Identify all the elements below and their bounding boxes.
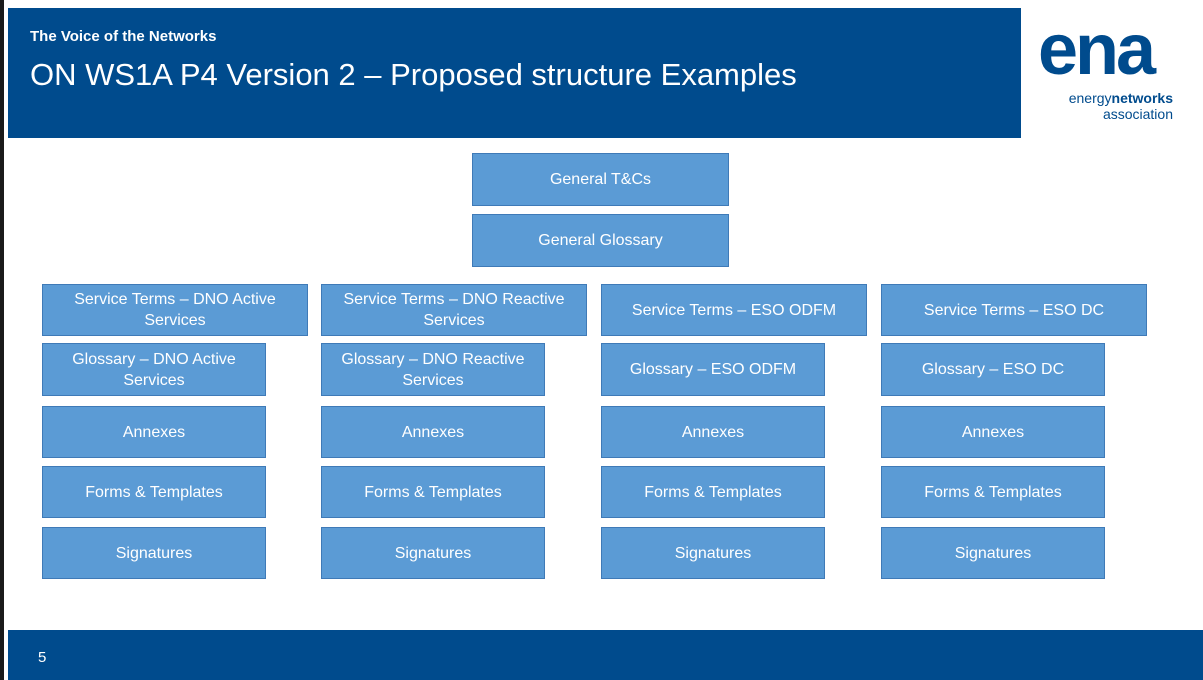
col1-glossary-box: Glossary – DNO Active Services [42,343,266,396]
slide-left-border [0,0,4,680]
col2-annexes-box: Annexes [321,406,545,458]
general-glossary-box: General Glossary [472,214,729,267]
logo-line2: association [1102,106,1173,122]
col4-forms-box: Forms & Templates [881,466,1105,518]
col4-service-terms-box: Service Terms – ESO DC [881,284,1147,336]
col3-service-terms-box: Service Terms – ESO ODFM [601,284,867,336]
col1-service-terms-box: Service Terms – DNO Active Services [42,284,308,336]
logo-line1-bold: networks [1111,90,1173,106]
logo-line1: energynetworks [1069,90,1173,106]
page-number: 5 [38,649,47,666]
col1-forms-box: Forms & Templates [42,466,266,518]
col2-forms-box: Forms & Templates [321,466,545,518]
col3-glossary-box: Glossary – ESO ODFM [601,343,825,396]
col2-service-terms-box: Service Terms – DNO Reactive Services [321,284,587,336]
col2-glossary-box: Glossary – DNO Reactive Services [321,343,545,396]
col1-annexes-box: Annexes [42,406,266,458]
col4-glossary-box: Glossary – ESO DC [881,343,1105,396]
col3-signatures-box: Signatures [601,527,825,579]
col4-signatures-box: Signatures [881,527,1105,579]
footer-band [8,630,1203,680]
logo-mark: ena [1038,10,1156,90]
col4-annexes-box: Annexes [881,406,1105,458]
slide-title: ON WS1A P4 Version 2 – Proposed structur… [30,57,797,92]
col1-signatures-box: Signatures [42,527,266,579]
tagline: The Voice of the Networks [30,28,217,45]
header-band [8,8,1021,138]
general-tcs-box: General T&Cs [472,153,729,206]
col3-forms-box: Forms & Templates [601,466,825,518]
logo-line1-prefix: energy [1068,90,1112,106]
ena-logo: ena energynetworks association [1028,10,1183,130]
col2-signatures-box: Signatures [321,527,545,579]
col3-annexes-box: Annexes [601,406,825,458]
